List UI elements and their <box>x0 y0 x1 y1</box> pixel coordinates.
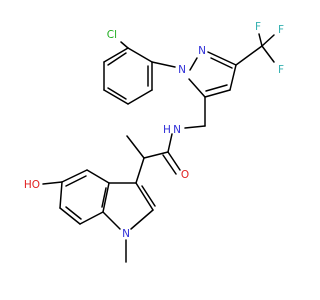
bond <box>103 89 129 105</box>
bond-c-o <box>167 151 181 171</box>
fluorine-label-1: F <box>255 21 261 33</box>
bond-cf3 <box>235 45 263 66</box>
fluorine-label-2: F <box>278 24 284 36</box>
bond <box>188 78 206 98</box>
amide-hydrogen-label: H <box>163 124 171 136</box>
bond-c-oh <box>42 181 63 185</box>
bond <box>102 211 121 230</box>
bond <box>229 64 237 91</box>
pyrazole-n1-label: N <box>178 64 186 76</box>
bond <box>167 133 173 153</box>
bond <box>86 169 110 184</box>
double-bond-inner <box>65 175 87 187</box>
bond <box>127 89 153 105</box>
bond <box>143 151 169 159</box>
fluorine-label-3: F <box>278 64 284 76</box>
chlorine-label: Cl <box>107 29 117 41</box>
double-bond-inner <box>101 187 107 208</box>
bond-c-cl <box>120 41 129 49</box>
bond-cf <box>261 34 275 47</box>
pyrazole-n2-label: N <box>198 45 206 57</box>
bond <box>135 182 154 211</box>
bond <box>103 47 129 63</box>
bond-cf <box>261 45 275 63</box>
carbonyl-oxygen-label: O <box>181 169 189 181</box>
bond-methyl <box>126 135 145 159</box>
double-bond-inner <box>141 185 156 207</box>
chemical-structure-diagram: Cl N N F F F N H O HO N <box>24 21 284 263</box>
double-bond-inner <box>205 84 228 92</box>
bond <box>184 125 206 129</box>
bond-aryl-n <box>151 61 176 68</box>
double-bond-inner <box>107 52 127 66</box>
bond <box>127 47 153 63</box>
bond <box>204 89 231 98</box>
bond-c-o-double <box>162 154 177 175</box>
double-bond-inner <box>65 206 82 220</box>
bond-lines <box>42 33 275 263</box>
atom-labels: Cl N N F F F N H O HO N <box>24 21 284 240</box>
bond <box>102 182 110 213</box>
bond-cf <box>258 33 263 47</box>
hydroxyl-label: HO <box>24 179 40 191</box>
bond <box>79 211 104 225</box>
bond <box>130 209 154 230</box>
bond <box>135 157 145 184</box>
double-bond-inner <box>210 57 233 69</box>
double-bond-inner <box>107 87 127 100</box>
bond <box>207 51 237 66</box>
bond <box>189 57 198 71</box>
indole-nitrogen-label: N <box>122 228 130 240</box>
amide-nitrogen-label: N <box>173 124 181 136</box>
bond <box>61 169 88 183</box>
bond <box>59 207 81 225</box>
bond <box>59 181 63 209</box>
